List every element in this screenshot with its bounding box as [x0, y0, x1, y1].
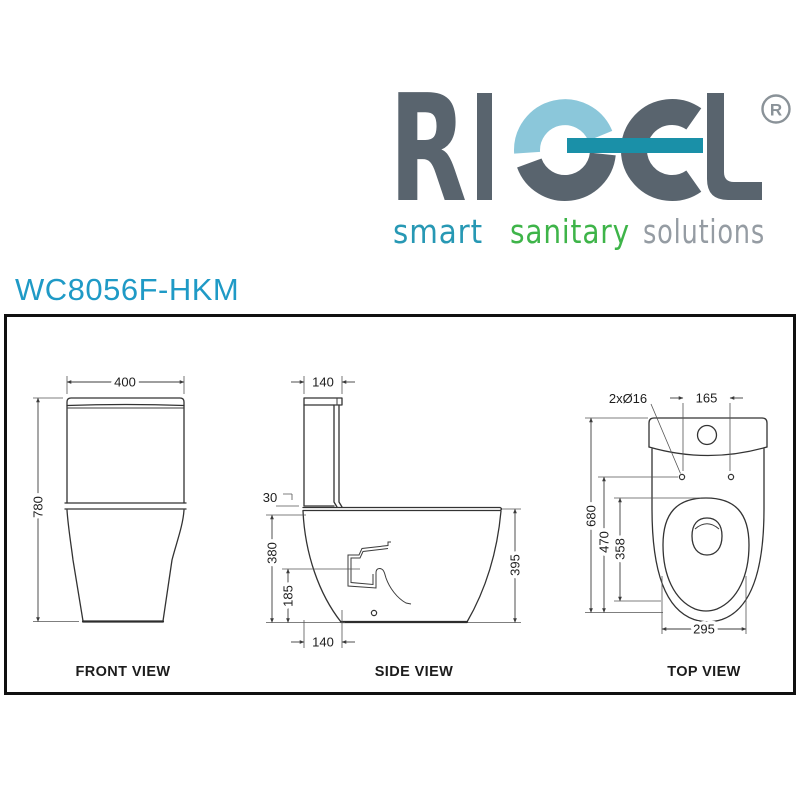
dim-side-tank-depth: 140: [312, 375, 334, 390]
logo-letter-i: [477, 93, 492, 200]
dim-side-bowl-height: 395: [508, 554, 523, 576]
logo-teal-bar: [567, 138, 703, 153]
dim-side-seat-thickness: 30: [263, 490, 277, 505]
tagline-smart: smart: [393, 212, 483, 251]
front-view-drawing: 400 780 FRONT VIEW: [27, 371, 187, 680]
flush-button: [696, 424, 718, 446]
technical-drawing: 400 780 FRONT VIEW: [27, 371, 768, 680]
front-view-label: FRONT VIEW: [75, 664, 170, 680]
dim-top-fixing-holes: 2xØ16: [609, 391, 647, 406]
dim-top-hole-spacing: 165: [696, 391, 718, 406]
top-view-drawing: 2xØ16 165 680 470 358 295: [580, 387, 768, 680]
dim-top-bowl-length: 470: [597, 531, 612, 553]
dim-side-base-depth: 140: [312, 635, 334, 650]
logo-letter-l: [707, 93, 762, 200]
dim-top-total-length: 680: [584, 505, 599, 527]
dim-front-width: 400: [114, 375, 136, 390]
top-view-label: TOP VIEW: [667, 664, 741, 680]
logo-letter-g-blue-arc: [514, 99, 613, 154]
svg-text:R: R: [770, 101, 782, 120]
logo-letter-g-gray-arc: [517, 151, 616, 201]
tagline-solutions: solutions: [643, 212, 765, 251]
dim-top-seat-length: 358: [613, 538, 628, 560]
side-view-label: SIDE VIEW: [375, 664, 454, 680]
dim-side-trap-height: 185: [281, 585, 296, 607]
side-view-drawing: 140 30 380 185 395 140 SIDE VIEW: [259, 371, 526, 680]
tagline-sanitary: sanitary: [510, 212, 630, 251]
logo-letter-r: R: [389, 85, 467, 235]
dim-top-seat-width: 295: [693, 622, 715, 637]
rigel-logo: R R smart sanitary solutions: [389, 85, 791, 251]
dim-side-rim-height: 380: [265, 542, 280, 564]
registered-trademark-icon: R: [761, 94, 791, 124]
dim-front-height: 780: [31, 496, 46, 518]
drawing-frame: [4, 314, 796, 695]
model-code: WC8056F-HKM: [15, 272, 240, 307]
